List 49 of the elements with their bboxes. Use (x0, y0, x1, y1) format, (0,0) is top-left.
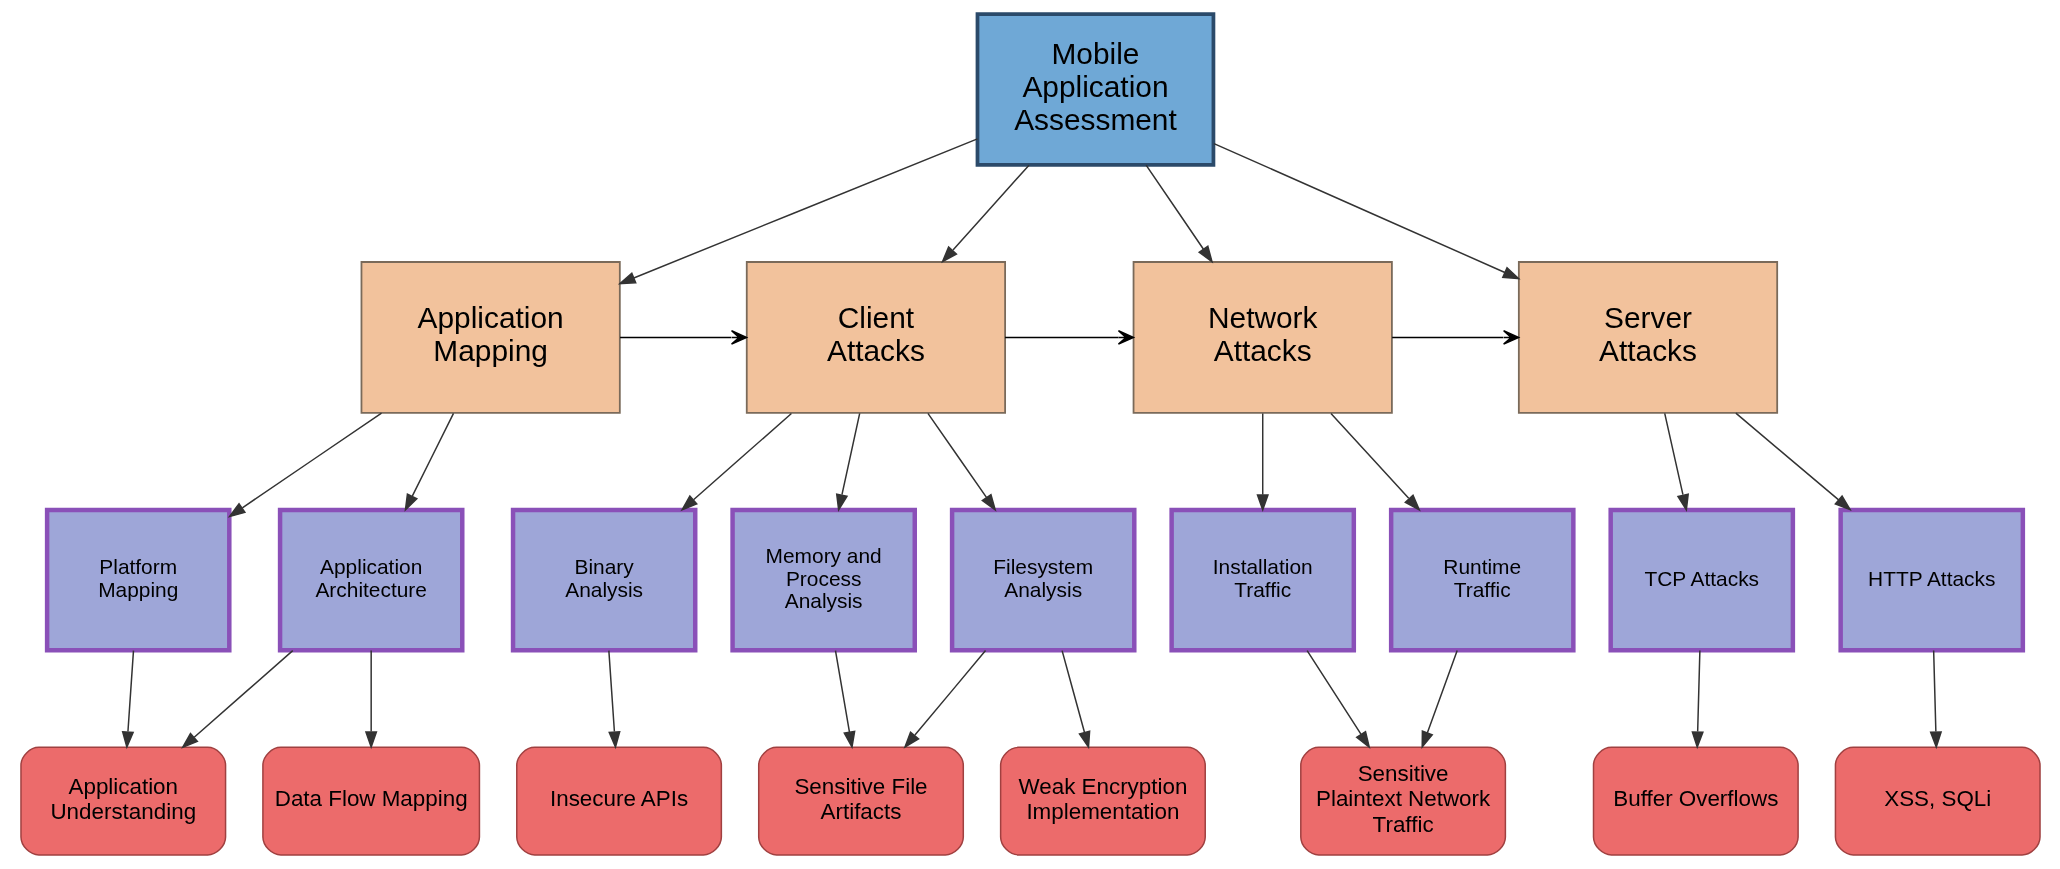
node-box: Application Architecture (277, 507, 464, 653)
arrow (1663, 412, 1689, 513)
arrow (1212, 142, 1521, 280)
arrow (1929, 649, 1942, 750)
arrow (180, 649, 293, 749)
node-box: Insecure APIs (515, 746, 722, 856)
arrow (679, 412, 792, 512)
node-box: Mobile Application Assessment (975, 12, 1215, 167)
arrow (835, 412, 860, 513)
node-box: Buffer Overflows (1592, 746, 1799, 856)
node-box: Runtime Traffic (1388, 507, 1576, 653)
node-box: HTTP Attacks (1837, 507, 2025, 653)
node-box: Memory and Process Analysis (729, 507, 917, 653)
node-box: Client Attacks (745, 261, 1006, 414)
arrow (1734, 412, 1852, 512)
node-box: Binary Analysis (510, 507, 697, 653)
arrow (1390, 329, 1519, 345)
node-box: Installation Traffic (1168, 507, 1356, 653)
arrow (926, 412, 996, 512)
arrow (403, 412, 454, 512)
node-box: Filesystem Analysis (949, 507, 1137, 653)
arrow (121, 649, 134, 750)
node-box: Platform Mapping (44, 507, 232, 653)
arrow (1420, 649, 1458, 750)
arrow (1144, 164, 1213, 264)
arrow (834, 649, 856, 750)
node-box: Data Flow Mapping (261, 746, 480, 856)
node-box: Application Mapping (360, 261, 621, 414)
node-box: XSS, SQLi (1834, 746, 2041, 856)
arrow (1690, 649, 1704, 750)
node-box: Sensitive Plaintext Network Traffic (1299, 746, 1506, 856)
node-box: Server Attacks (1517, 261, 1778, 414)
node-box: Sensitive File Artifacts (757, 746, 964, 856)
arrow (607, 649, 621, 750)
arrow (1255, 412, 1269, 513)
arrow (1003, 329, 1134, 345)
arrow (227, 412, 382, 518)
arrow (1329, 412, 1421, 512)
node-box: Weak Encryption Implementation (999, 746, 1206, 856)
arrow (618, 329, 747, 345)
arrow (1060, 649, 1090, 750)
arrow (903, 649, 986, 749)
arrow (364, 649, 377, 750)
node-box: TCP Attacks (1607, 507, 1795, 653)
node-box: Network Attacks (1132, 261, 1393, 414)
arrow (940, 164, 1030, 264)
arrow (617, 138, 978, 285)
node-box: Application Understanding (19, 746, 226, 856)
arrow (1305, 649, 1370, 749)
